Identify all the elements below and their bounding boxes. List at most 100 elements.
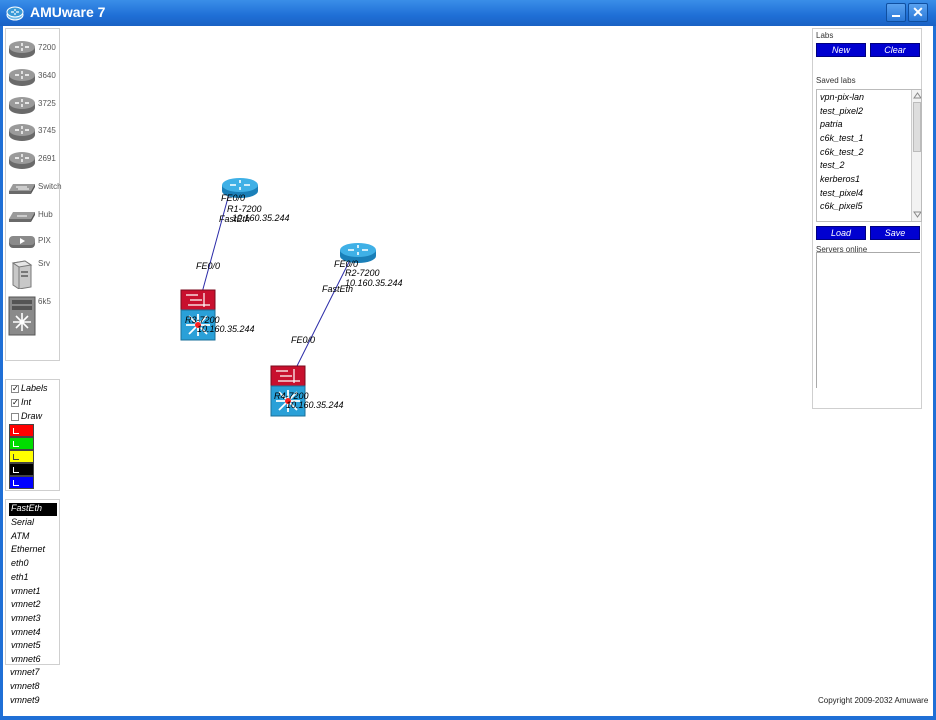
load-lab-button[interactable]: Load bbox=[816, 226, 866, 240]
hub-icon bbox=[9, 212, 35, 222]
interface-item-vmnet3[interactable]: vmnet3 bbox=[11, 613, 41, 623]
scroll-down-arrow-icon[interactable] bbox=[913, 210, 922, 219]
firewall-icon bbox=[9, 236, 35, 248]
topology-canvas[interactable]: FE0/0 R1-7200 10.160.35.244 FastEth FE0/… bbox=[64, 28, 810, 708]
copyright-text: Copyright 2009-2032 Amuware bbox=[818, 696, 929, 705]
lab-item-c6k-pixel5[interactable]: c6k_pixel5 bbox=[820, 201, 863, 211]
interface-item-ethernet[interactable]: Ethernet bbox=[11, 544, 46, 554]
router-r1-icon[interactable] bbox=[221, 177, 259, 199]
interface-item-vmnet2[interactable]: vmnet2 bbox=[11, 599, 41, 609]
palette-item-6k5[interactable]: 6k5 bbox=[6, 294, 61, 342]
lab-item-test-pixel2[interactable]: test_pixel2 bbox=[820, 106, 864, 116]
labels-checkbox[interactable]: ✓ Labels bbox=[11, 383, 48, 393]
saved-labs-heading: Saved labs bbox=[816, 76, 856, 85]
switch-icon bbox=[9, 184, 35, 194]
save-lab-button[interactable]: Save bbox=[870, 226, 920, 240]
close-button[interactable]: ✕ bbox=[908, 3, 928, 22]
color-swatch-yellow[interactable] bbox=[9, 450, 34, 463]
palette-item-2691[interactable]: 2691 bbox=[6, 148, 61, 174]
color-swatch-green[interactable] bbox=[9, 437, 34, 450]
interface-list: FastEth Serial ATM Ethernet eth0 eth1 vm… bbox=[5, 499, 60, 665]
lab-item-c6k-test-2[interactable]: c6k_test_2 bbox=[820, 147, 864, 157]
router-icon bbox=[9, 69, 35, 86]
draw-checkbox[interactable]: Draw bbox=[9, 410, 61, 423]
close-icon: ✕ bbox=[912, 4, 924, 20]
labs-heading: Labs bbox=[816, 31, 834, 40]
r2-ip-label: 10.160.35.244 bbox=[345, 278, 403, 288]
checkbox-checked-icon: ✓ bbox=[11, 398, 19, 407]
lab-item-test-2[interactable]: test_2 bbox=[820, 160, 845, 170]
interface-item-atm[interactable]: ATM bbox=[11, 531, 30, 541]
device-palette: 7200 3640 3725 3745 2691 Switch Hub PIX … bbox=[5, 28, 62, 361]
sw1-name-label: R3-7200 bbox=[185, 315, 220, 325]
lab-item-kerberos1[interactable]: kerberos1 bbox=[820, 174, 861, 184]
interface-item-serial[interactable]: Serial bbox=[11, 517, 35, 527]
title-bar: AMUware 7 ✕ bbox=[0, 0, 936, 26]
interface-item-vmnet7[interactable]: vmnet7 bbox=[10, 667, 40, 677]
r1-fasteth-label: FastEth bbox=[219, 214, 251, 224]
palette-item-switch[interactable]: Switch bbox=[6, 176, 62, 202]
server-icon bbox=[11, 260, 33, 289]
interface-item-vmnet1[interactable]: vmnet1 bbox=[11, 586, 41, 596]
interface-item-vmnet8[interactable]: vmnet8 bbox=[10, 681, 40, 691]
checkbox-unchecked-icon bbox=[11, 413, 19, 421]
color-swatch-red[interactable] bbox=[9, 424, 34, 437]
router-icon bbox=[9, 41, 35, 58]
palette-item-srv[interactable]: Srv bbox=[6, 258, 61, 292]
link-r1-sw1[interactable] bbox=[199, 193, 230, 301]
checkbox-checked-icon: ✓ bbox=[11, 384, 19, 393]
switch-sw2-icon[interactable] bbox=[270, 365, 306, 417]
window-frame-left bbox=[0, 26, 3, 720]
minimize-button[interactable] bbox=[886, 3, 906, 22]
interface-item-eth1[interactable]: eth1 bbox=[11, 572, 29, 582]
color-swatch-black[interactable] bbox=[9, 463, 34, 476]
palette-item-3640[interactable]: 3640 bbox=[6, 65, 61, 91]
router-icon bbox=[9, 152, 35, 169]
servers-online-heading: Servers online bbox=[816, 245, 868, 254]
interface-item-vmnet4[interactable]: vmnet4 bbox=[11, 627, 41, 637]
interface-item-vmnet5[interactable]: vmnet5 bbox=[11, 640, 41, 650]
sw2-ip-label: 10.160.35.244 bbox=[286, 400, 344, 410]
lab-item-vpn-pix-lan[interactable]: vpn-pix-lan bbox=[820, 92, 865, 102]
palette-item-pix[interactable]: PIX bbox=[6, 230, 61, 256]
scroll-up-arrow-icon[interactable] bbox=[913, 91, 922, 100]
r2-name-label: R2-7200 bbox=[345, 268, 380, 278]
r2-fasteth-label: FastEth bbox=[322, 284, 354, 294]
router-r2-icon[interactable] bbox=[339, 242, 377, 264]
link-r2-sw2[interactable] bbox=[290, 259, 351, 379]
palette-item-7200[interactable]: 7200 bbox=[6, 37, 61, 63]
lab-item-patria[interactable]: patria bbox=[820, 119, 843, 129]
interface-item-vmnet6[interactable]: vmnet6 bbox=[11, 654, 41, 664]
r1-name-label: R1-7200 bbox=[227, 204, 262, 214]
lab-item-c6k-test-1[interactable]: c6k_test_1 bbox=[820, 133, 864, 143]
interface-item-eth0[interactable]: eth0 bbox=[11, 558, 29, 568]
window-title: AMUware 7 bbox=[30, 4, 106, 20]
saved-labs-list: vpn-pix-lan test_pixel2 patria c6k_test_… bbox=[816, 89, 922, 222]
minimize-icon bbox=[892, 15, 900, 17]
sw1-intf-label: FE0/0 bbox=[196, 261, 221, 271]
window-frame-bottom bbox=[0, 716, 936, 720]
new-lab-button[interactable]: New bbox=[816, 43, 866, 57]
window-frame-right bbox=[933, 26, 936, 720]
app-logo-icon bbox=[6, 6, 24, 21]
sw2-name-label: R4-7200 bbox=[274, 391, 309, 401]
scroll-thumb[interactable] bbox=[913, 102, 921, 152]
int-checkbox[interactable]: ✓ Int bbox=[11, 397, 32, 407]
interface-item-vmnet9[interactable]: vmnet9 bbox=[10, 695, 40, 705]
interface-item-fasteth[interactable]: FastEth bbox=[9, 503, 57, 516]
palette-item-3745[interactable]: 3745 bbox=[6, 120, 61, 146]
r1-ip-label: 10.160.35.244 bbox=[232, 213, 290, 223]
labs-panel: Labs New Clear Saved labs vpn-pix-lan te… bbox=[812, 28, 922, 409]
servers-online-list bbox=[816, 252, 920, 388]
router-icon bbox=[9, 97, 35, 114]
palette-item-3725[interactable]: 3725 bbox=[6, 93, 61, 119]
switch-sw1-icon[interactable] bbox=[180, 289, 216, 341]
lab-item-test-pixel4[interactable]: test_pixel4 bbox=[820, 188, 864, 198]
color-swatch-blue[interactable] bbox=[9, 476, 34, 489]
sw2-intf-label: FE0/0 bbox=[291, 335, 316, 345]
router-icon bbox=[9, 124, 35, 141]
r2-intf-label: FE0/0 bbox=[334, 259, 359, 269]
clear-lab-button[interactable]: Clear bbox=[870, 43, 920, 57]
palette-item-hub[interactable]: Hub bbox=[6, 204, 61, 230]
saved-labs-scrollbar[interactable] bbox=[911, 90, 922, 221]
